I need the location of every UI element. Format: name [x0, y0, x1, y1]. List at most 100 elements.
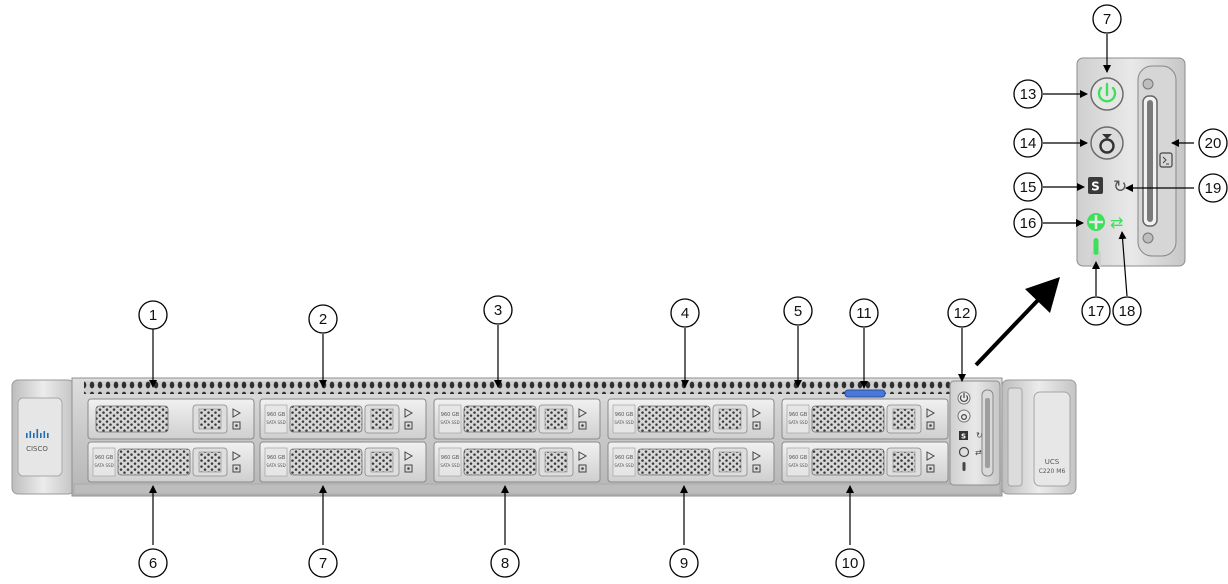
temperature-icon [962, 462, 966, 471]
detail-leader-lines [1043, 34, 1194, 297]
callout-number: 4 [681, 305, 689, 322]
drive-type-text: SATA SSD [614, 420, 633, 425]
drive-fault-led-icon [752, 464, 761, 473]
power-icon [959, 393, 969, 402]
drive-bay-7[interactable]: 960 GB SATA SSD [259, 441, 427, 483]
callout-c19: 19 [1198, 173, 1228, 203]
drive-capacity-text: 960 GB [95, 455, 114, 461]
callout-number: 19 [1205, 180, 1222, 197]
power-supply-status-icon: ↻ [976, 431, 983, 440]
cisco-logo-text: CISCO [26, 445, 48, 453]
callout-c8: 8 [490, 548, 520, 578]
drive-fault-led-icon [578, 464, 587, 473]
drive-fault-led-icon [232, 421, 241, 430]
system-status-icon [1088, 177, 1103, 194]
asset-pull-tab[interactable] [844, 389, 886, 398]
drive-fault-led-icon [232, 464, 241, 473]
drive-label: 960 GB SATA SSD [92, 447, 116, 477]
callout-c7a: 7 [308, 548, 338, 578]
drive-fault-led-icon [926, 421, 935, 430]
drive-vent-grille [289, 405, 363, 433]
callout-c18: 18 [1112, 296, 1142, 326]
callout-c7b: 7 [1092, 4, 1122, 34]
drive-bay-3[interactable]: 960 GB SATA SSD [433, 398, 601, 440]
drive-activity-led-icon [404, 408, 414, 418]
drive-bay-1[interactable] [87, 398, 255, 440]
callout-c13: 13 [1013, 79, 1043, 109]
callout-c1: 1 [138, 300, 168, 330]
cisco-logo: CISCO [26, 429, 49, 453]
drive-bay-4[interactable]: 960 GB SATA SSD [607, 398, 775, 440]
temperature-icon [1093, 238, 1099, 255]
panel-unit-id-button[interactable] [957, 409, 971, 423]
drive-vent-grille [811, 448, 885, 476]
unit-id-button-detail[interactable] [1090, 126, 1124, 160]
drive-type-text: SATA SSD [788, 420, 807, 425]
callout-number: 10 [842, 555, 859, 572]
right-ear-latch[interactable] [1033, 391, 1071, 487]
callout-number: 16 [1020, 215, 1037, 232]
callout-c10: 10 [835, 548, 865, 578]
drive-capacity-text: 960 GB [789, 455, 808, 461]
callout-number: 8 [501, 555, 509, 572]
callout-number: 1 [149, 307, 157, 324]
drive-capacity-text: 960 GB [615, 455, 634, 461]
drive-capacity-text: 960 GB [615, 412, 634, 418]
drive-activity-led-icon [752, 451, 762, 461]
drive-label: 960 GB SATA SSD [264, 404, 288, 434]
drive-bay-6[interactable]: 960 GB SATA SSD [87, 441, 255, 483]
drive-vent-grille [289, 448, 363, 476]
drive-fault-led-icon [404, 421, 413, 430]
drive-vent-grille [811, 405, 885, 433]
drive-type-text: SATA SSD [440, 463, 459, 468]
callout-c20: 20 [1198, 128, 1228, 158]
callout-c9: 9 [669, 548, 699, 578]
unit-id-icon [1099, 138, 1115, 154]
drive-capacity-text: 960 GB [267, 412, 286, 418]
callout-number: 14 [1020, 135, 1037, 152]
drive-bays: 960 GB SATA SSD 960 GB SATA SSD 960 GB SATA S… [87, 398, 949, 483]
drive-activity-led-icon [926, 408, 936, 418]
callout-c16: 16 [1013, 208, 1043, 238]
system-status-icon [959, 431, 968, 440]
callout-c6: 6 [138, 548, 168, 578]
callout-number: 5 [794, 303, 802, 320]
drive-capacity-text: 960 GB [441, 412, 460, 418]
drive-capacity-text: 960 GB [267, 455, 286, 461]
drive-activity-led-icon [232, 451, 242, 461]
callout-number: 2 [319, 311, 327, 328]
leader-18 [1118, 231, 1128, 297]
zoom-arrow [974, 277, 1060, 367]
drive-bay-2[interactable]: 960 GB SATA SSD [259, 398, 427, 440]
callout-c5: 5 [783, 296, 813, 326]
power-supply-status-icon: ↻ [1113, 177, 1127, 197]
callout-number: 12 [954, 305, 971, 322]
callout-number: 17 [1088, 303, 1105, 320]
callout-number: 7 [1103, 11, 1111, 28]
drive-activity-led-icon [232, 408, 242, 418]
top-vent-strip [84, 381, 950, 394]
drive-type-text: SATA SSD [266, 463, 285, 468]
power-icon [1097, 82, 1117, 103]
drive-type-text: SATA SSD [440, 420, 459, 425]
callout-number: 13 [1020, 86, 1037, 103]
drive-vent-grille [95, 405, 169, 433]
drive-label: 960 GB SATA SSD [264, 447, 288, 477]
callout-number: 11 [856, 305, 872, 322]
model-name-line2: C220 M6 [1039, 468, 1066, 475]
control-panel-detail: S ↻ ⇄ [1076, 57, 1186, 267]
drive-type-text: SATA SSD [266, 420, 285, 425]
fan-status-icon [958, 446, 970, 458]
network-activity-icon: ⇄ [1110, 213, 1123, 232]
callout-c12: 12 [947, 298, 977, 328]
drive-type-text: SATA SSD [94, 463, 113, 468]
drive-vent-grille [637, 448, 711, 476]
